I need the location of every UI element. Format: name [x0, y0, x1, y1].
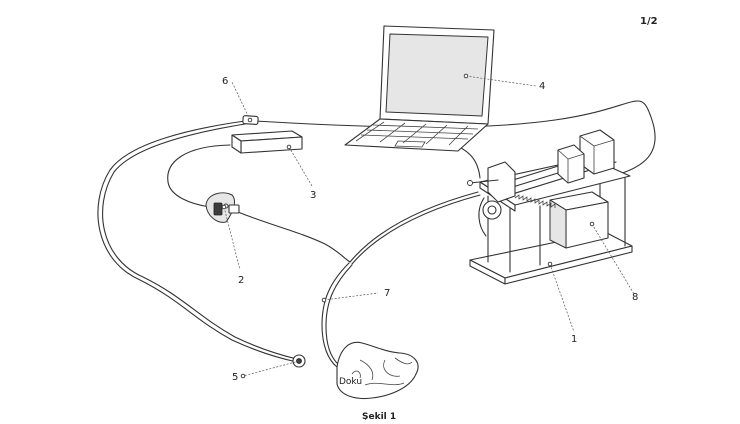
figure-caption: Şekil 1 [362, 412, 396, 420]
label-3: 3 [310, 190, 316, 201]
reference-dots [221, 73, 595, 379]
label-7: 7 [384, 288, 390, 299]
pad-text: Doku [339, 377, 362, 387]
label-2: 2 [238, 275, 244, 286]
cable-left-large-loop [97, 120, 298, 363]
label-5: 5 [232, 372, 238, 383]
leader-lines [223, 75, 635, 377]
cable-box3-to-sensor2 [167, 144, 231, 208]
label-6: 6 [222, 76, 228, 87]
cable-sensor2-to-junction [237, 211, 351, 263]
control-box [231, 130, 303, 154]
cable-junction-to-device [349, 191, 481, 265]
laptop-computer [344, 25, 495, 152]
tissue-pad: Doku [336, 341, 419, 400]
cable-junction-to-pad [321, 262, 353, 368]
testing-device [467, 129, 633, 285]
label-4: 4 [539, 81, 545, 92]
label-1: 1 [571, 334, 577, 345]
label-8: 8 [632, 292, 638, 303]
sheet-number: 1/2 [640, 16, 658, 27]
